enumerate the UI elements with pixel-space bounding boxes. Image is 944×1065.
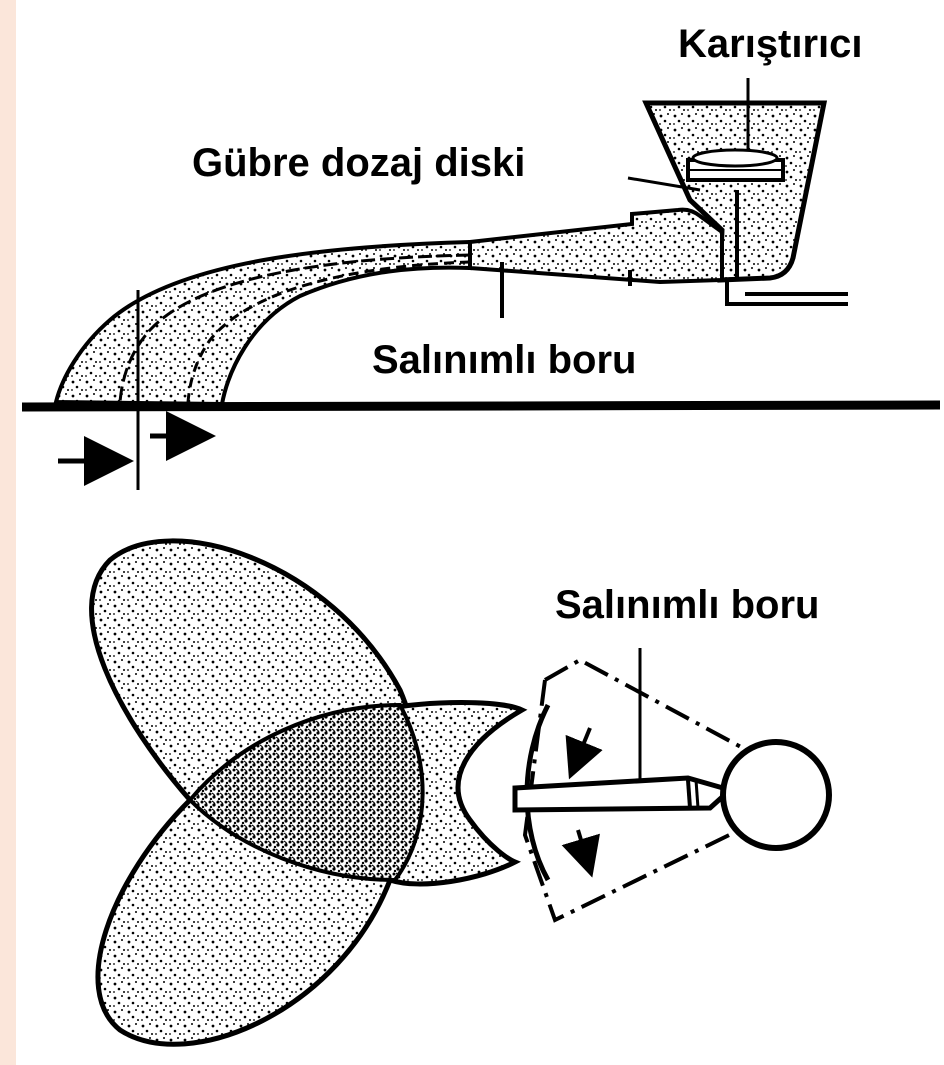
mixer-label: Karıştırıcı — [678, 24, 863, 64]
pivot-hub — [723, 742, 829, 848]
oscillating-tube-side-label: Salınımlı boru — [372, 340, 636, 380]
oscillating-tube-top-label: Salınımlı boru — [555, 585, 819, 625]
dosing-disk-label: Gübre dozaj diski — [192, 143, 525, 183]
ground-line — [22, 405, 940, 407]
feed-tube — [470, 210, 722, 282]
side-view — [22, 78, 940, 490]
